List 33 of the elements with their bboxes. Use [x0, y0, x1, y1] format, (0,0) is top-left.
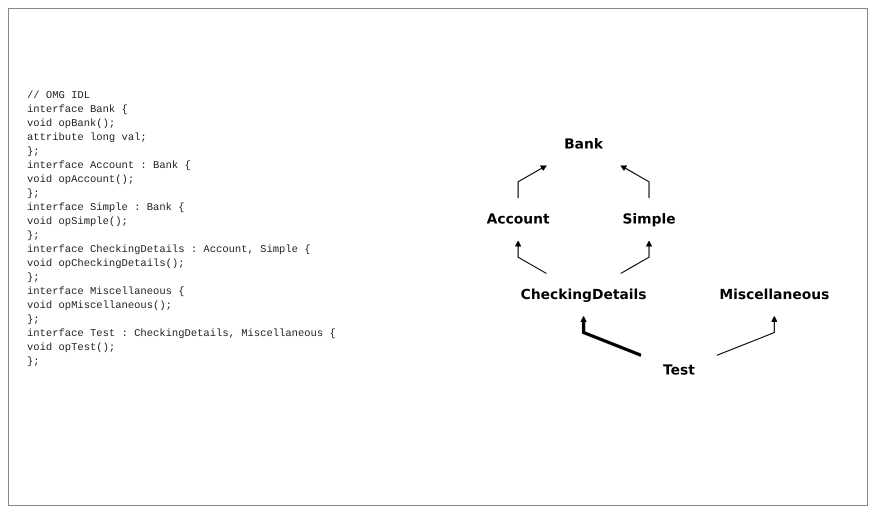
code-line: interface Test : CheckingDetails, Miscellaneous {: [27, 327, 337, 341]
code-line: void opAccount();: [27, 173, 136, 187]
node-text: Simple: [622, 211, 676, 228]
inheritance-graph: Bank Account Simple CheckingDetails Miscellaneous Test: [459, 116, 857, 398]
code-line: interface CheckingDetails : Account, Simple {: [27, 243, 312, 257]
arrow: [716, 316, 778, 356]
code-line: void opBank();: [27, 117, 116, 131]
code-line: };: [27, 313, 41, 327]
code-line: };: [27, 355, 41, 369]
node-text: Test: [663, 362, 695, 378]
node-text: Account: [486, 211, 550, 228]
node-text: Bank: [564, 136, 604, 152]
code-line: };: [27, 271, 41, 285]
code-line: };: [27, 187, 41, 201]
code-line: interface Account : Bank {: [27, 159, 192, 173]
arrow: [580, 316, 642, 357]
code-line: void opTest();: [27, 341, 116, 355]
code-line: interface Miscellaneous {: [27, 285, 186, 299]
code-line: };: [27, 145, 41, 159]
code-line: // OMG IDL: [27, 89, 92, 103]
code-line: void opMiscellaneous();: [27, 299, 173, 313]
arrow: [620, 164, 650, 198]
code-line: void opCheckingDetails();: [27, 257, 186, 271]
code-line: interface Simple : Bank {: [27, 201, 186, 215]
code-line: interface Bank {: [27, 103, 129, 117]
code-line: void opSimple();: [27, 215, 129, 229]
arrow: [518, 164, 547, 198]
code-line: };: [27, 229, 41, 243]
arrow: [514, 240, 547, 274]
code-line: attribute long val;: [27, 131, 148, 145]
arrow: [620, 240, 652, 274]
node-text: Miscellaneous: [719, 286, 830, 303]
node-text: CheckingDetails: [520, 286, 647, 303]
